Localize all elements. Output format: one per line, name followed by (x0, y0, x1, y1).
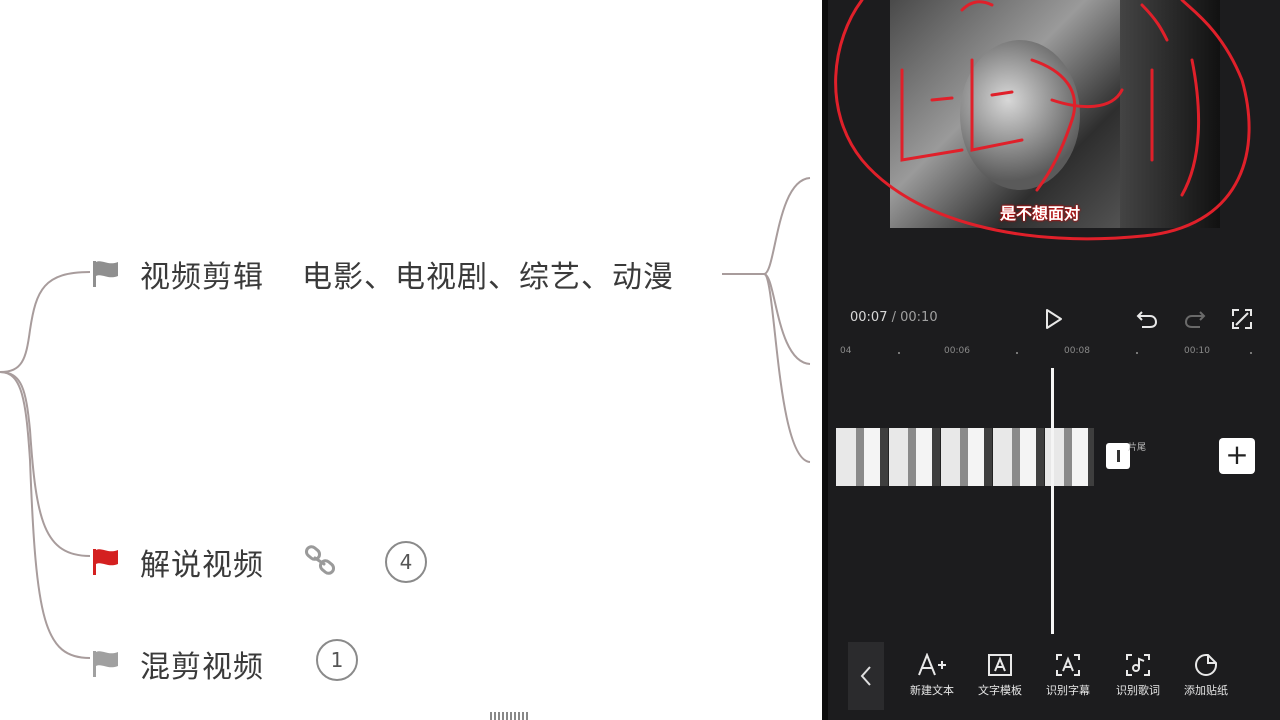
recognize-lyrics-icon (1126, 654, 1150, 676)
clip-frame-divider (1044, 428, 1045, 486)
node-label: 混剪视频 (140, 650, 264, 685)
redo-icon[interactable] (1182, 306, 1208, 332)
mind-map-node-video-editing[interactable]: 视频剪辑 电影、电视剧、综艺、动漫 (90, 252, 674, 296)
ruler-dot (1136, 352, 1138, 354)
playhead[interactable] (1051, 368, 1054, 634)
text-template-icon (988, 654, 1012, 676)
tool-recognize-subtitles[interactable]: 识别字幕 (1036, 652, 1100, 698)
clip-trim-handle[interactable] (1106, 443, 1130, 469)
ruler-label: 00:06 (944, 346, 970, 356)
count-badge[interactable]: 1 (316, 639, 358, 681)
total-time: 00:10 (900, 310, 938, 325)
tool-label: 添加贴纸 (1184, 684, 1228, 697)
mind-map: 视频剪辑 电影、电视剧、综艺、动漫 解说视频 4 混剪视频 1 (0, 177, 811, 720)
flag-icon (93, 261, 118, 287)
clip-frame-divider (940, 428, 941, 486)
preview-background (1120, 0, 1220, 228)
ruler-label: 00:08 (1064, 346, 1090, 356)
mind-map-node-commentary-video[interactable]: 解说视频 (90, 540, 264, 584)
tool-label: 识别歌词 (1116, 684, 1160, 697)
link-icon[interactable] (302, 542, 338, 578)
ruler-dot (898, 352, 900, 354)
tool-recognize-lyrics[interactable]: 识别歌词 (1106, 652, 1170, 698)
add-clip-button[interactable]: + (1219, 438, 1255, 474)
tool-add-text[interactable]: 新建文本 (900, 652, 964, 698)
ruler-label: 00:10 (1184, 346, 1210, 356)
ending-clip-label[interactable]: 片尾 (1128, 443, 1147, 453)
play-icon[interactable] (1040, 306, 1066, 332)
recognize-subtitles-icon (1056, 654, 1080, 676)
video-clip-track[interactable] (836, 428, 1094, 486)
node-label: 解说视频 (140, 548, 264, 583)
ruler-label: 04 (840, 346, 852, 356)
tool-label: 文字模板 (978, 684, 1022, 697)
current-time: 00:07 (850, 310, 888, 325)
fullscreen-icon[interactable] (1229, 306, 1255, 332)
clip-frame-divider (992, 428, 993, 486)
clip-frame-divider (888, 428, 889, 486)
mind-map-connectors (0, 177, 811, 659)
hand-drawn-annotation (834, 0, 1251, 241)
count-badge[interactable]: 4 (385, 541, 427, 583)
subtitle-text: 是不想面对 (1000, 204, 1081, 223)
time-display: 00:07 / 00:10 (850, 310, 938, 325)
ruler-dot (1250, 352, 1252, 354)
video-preview[interactable] (890, 0, 1220, 228)
ruler-dot (1016, 352, 1018, 354)
scroll-indicator (490, 712, 530, 720)
preview-person (960, 40, 1080, 190)
add-sticker-icon (1195, 654, 1217, 676)
chevron-left-icon (860, 666, 871, 686)
flag-icon (93, 651, 118, 677)
tool-text-template[interactable]: 文字模板 (968, 652, 1032, 698)
tool-add-sticker[interactable]: 添加贴纸 (1174, 652, 1238, 698)
undo-icon[interactable] (1134, 306, 1160, 332)
back-button[interactable] (848, 642, 884, 710)
phone-frame-edge (822, 0, 828, 720)
tool-label: 新建文本 (910, 684, 954, 697)
timeline-ruler: 04 00:06 00:08 00:10 (840, 346, 1280, 360)
time-separator: / (887, 310, 901, 325)
mind-map-node-mashup-video[interactable]: 混剪视频 (90, 642, 264, 686)
node-label: 视频剪辑 (140, 260, 264, 295)
node-note: 电影、电视剧、综艺、动漫 (302, 260, 674, 295)
add-text-icon (918, 653, 946, 676)
red-flag-icon (93, 549, 118, 575)
tool-label: 识别字幕 (1046, 684, 1090, 697)
